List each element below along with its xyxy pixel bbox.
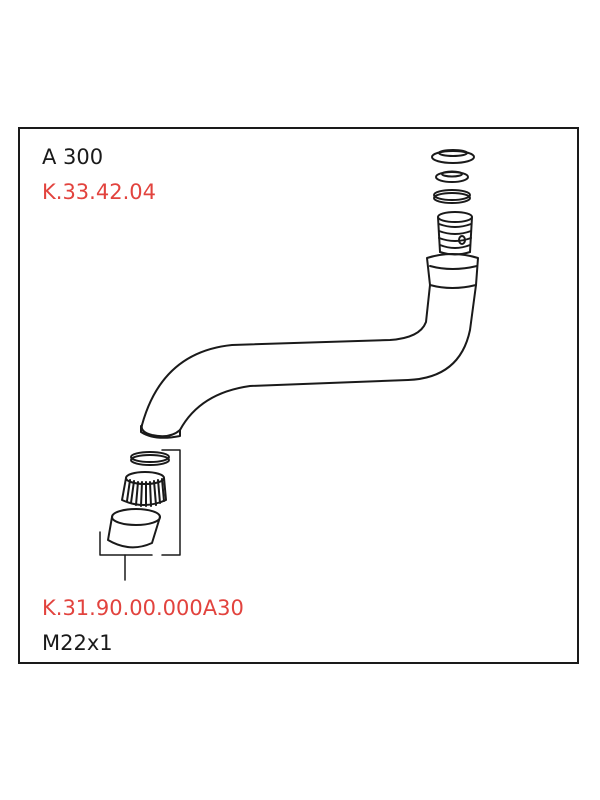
aerator-part-code: K.31.90.00.000A30 <box>42 596 244 620</box>
threaded-connector <box>437 211 473 256</box>
spout-part-code: K.33.42.04 <box>42 180 156 204</box>
top-seal-rings <box>431 149 475 204</box>
part-bracket <box>99 449 181 581</box>
drawing-frame <box>18 127 579 664</box>
thread-size-label: M22x1 <box>42 631 113 655</box>
aerator-parts <box>107 451 170 549</box>
model-label: A 300 <box>42 145 104 169</box>
spout-tube <box>140 253 479 439</box>
